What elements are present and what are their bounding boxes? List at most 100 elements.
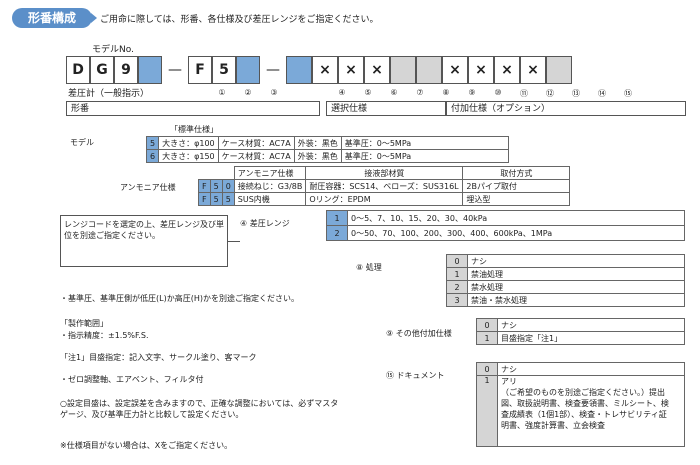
standard-code: 5 [145, 136, 160, 150]
code-cell: — [168, 62, 182, 78]
ammonia-material: Oリング：EPDM [305, 192, 464, 206]
document-section-label: ⑮ ドキュメント [386, 371, 445, 380]
document-value: アリ [501, 377, 517, 386]
treatment-value: 禁油処理 [467, 267, 685, 281]
code-cell: 5 [212, 56, 236, 84]
ammonia-spec: SUS内機 [233, 192, 307, 206]
other-value: 目盛指定「注1」 [497, 331, 685, 345]
standard-case: ケース材質：AC7A [217, 149, 295, 163]
select-header: 選択仕様 [326, 101, 446, 116]
model-no-label: モデルNo. [92, 45, 134, 55]
table-row: 5 大きさ：φ100 ケース材質：AC7A 外装：黒色 基準圧：0～5MPa [145, 136, 509, 150]
standard-pressure: 基準圧：0～5MPa [340, 149, 509, 163]
standard-size: 大きさ：φ150 [158, 149, 219, 163]
title-arrow-icon [91, 13, 97, 23]
code-cell [286, 56, 312, 84]
code-cell [236, 56, 260, 84]
code-cell [138, 56, 162, 84]
unspecified-note: ※仕様項目がない場合は、Xをご指定ください。 [60, 441, 233, 450]
position-number: ② [244, 88, 252, 97]
other-code: 1 [476, 331, 498, 345]
position-number: ④ [338, 88, 346, 97]
ammonia-material: 耐圧容器：SCS14、ベローズ：SUS316L [305, 179, 464, 193]
accuracy-note: ・指示精度：±1.5%F.S. [60, 331, 149, 340]
treatment-value: 禁水処理 [467, 280, 685, 294]
position-number: ⑮ [624, 89, 632, 98]
position-number: ⑨ [468, 88, 476, 97]
ammonia-spec: 接続ねじ：G3/8B [233, 179, 307, 193]
range-code: 2 [326, 225, 348, 241]
ammonia-code: 5 [209, 179, 223, 193]
other-section-label: ⑨ その他付加仕様 [386, 329, 452, 338]
treatment-value: 禁油・禁水処理 [467, 293, 685, 307]
code-cell: × [442, 56, 468, 84]
range-value: 0～5、7、10、15、20、30、40kPa [347, 210, 685, 226]
ammonia-code: 0 [221, 179, 235, 193]
document-value: ナシ [497, 362, 685, 376]
standard-size: 大きさ：φ100 [158, 136, 219, 150]
position-number: ⑬ [572, 89, 580, 98]
setting-note: ○設定目盛は、設定誤差を含みますので、正確な調整においては、必ずマスタゲージ、及… [60, 399, 339, 419]
document-detail: （ご希望のものを別途ご指定ください。）提出図、取扱説明書、検査要領書、ミルシート… [501, 388, 669, 430]
standard-case: ケース材質：AC7A [217, 136, 295, 150]
ammonia-code: 5 [221, 192, 235, 206]
intro-text: ご用命に際しては、形番、各仕様及び差圧レンジをご指定ください。 [100, 15, 379, 25]
other-value: ナシ [497, 318, 685, 332]
range-section-label: ④ 差圧レンジ [240, 219, 290, 228]
range-note: レンジコードを選定の上、差圧レンジ及び単位を別途ご指定ください。 [64, 220, 224, 240]
treatment-code: 2 [446, 280, 468, 294]
code-cell: 9 [114, 56, 138, 84]
model-section-label: モデル [70, 138, 94, 147]
position-number: ⑦ [416, 88, 424, 97]
ammonia-table: アンモニア仕様 接液部材質 取付方式 F 5 0 接続ねじ：G3/8B 耐圧容器… [198, 166, 571, 206]
ammonia-section-label: アンモニア仕様 [120, 183, 176, 192]
position-number: ① [218, 88, 226, 97]
ammonia-code: F [198, 192, 211, 206]
ammonia-header: アンモニア仕様 [233, 166, 307, 180]
pressure-side-note: ・基準圧、基準圧側が低圧(L)か高圧(H)かを別途ご指定ください。 [60, 294, 299, 303]
other-code: 0 [476, 318, 498, 332]
code-cell: D [66, 56, 90, 84]
spec-range-title: 「製作範囲」 [60, 319, 108, 328]
treatment-section-label: ⑧ 処理 [356, 263, 382, 272]
note1: 「注1」目盛指定：記入文字、サークル塗り、客マーク [60, 353, 257, 362]
code-cell: × [338, 56, 364, 84]
mount-header: 取付方式 [462, 166, 571, 180]
range-code: 1 [326, 210, 348, 226]
position-number: ③ [270, 88, 278, 97]
document-code: 0 [476, 362, 498, 376]
table-row: 2 0～50、70、100、200、300、400、600kPa、1MPa [326, 225, 685, 241]
treatment-value: ナシ [467, 254, 685, 268]
code-cell: × [468, 56, 494, 84]
treatment-code: 3 [446, 293, 468, 307]
code-cell [416, 56, 442, 84]
position-number: ⑥ [390, 88, 398, 97]
document-code: 1 [476, 375, 498, 447]
table-row: 1 アリ （ご希望のものを別途ご指定ください。）提出図、取扱説明書、検査要領書、… [476, 375, 685, 447]
range-value: 0～50、70、100、200、300、400、600kPa、1MPa [347, 225, 685, 241]
range-note-connector [228, 241, 240, 242]
code-cell: F [188, 56, 212, 84]
position-number: ⑩ [494, 88, 502, 97]
code-cell: × [312, 56, 338, 84]
zero-note: ・ゼロ調整軸、エアベント、フィルタ付 [60, 375, 204, 384]
code-cell: — [266, 62, 280, 78]
treatment-code: 0 [446, 254, 468, 268]
position-number: ⑪ [520, 89, 528, 98]
model-header: 形番 [66, 101, 320, 116]
standard-color: 外装：黒色 [293, 136, 342, 150]
code-cell [546, 56, 572, 84]
code-cell: × [520, 56, 546, 84]
standard-table: 5 大きさ：φ100 ケース材質：AC7A 外装：黒色 基準圧：0～5MPa 6… [145, 136, 509, 163]
table-row: F 5 0 接続ねじ：G3/8B 耐圧容器：SCS14、ベローズ：SUS316L… [198, 179, 571, 193]
ammonia-mount: 埋込型 [462, 192, 571, 206]
position-number: ⑧ [442, 88, 450, 97]
code-cell: × [494, 56, 520, 84]
position-number: ⑤ [364, 88, 372, 97]
